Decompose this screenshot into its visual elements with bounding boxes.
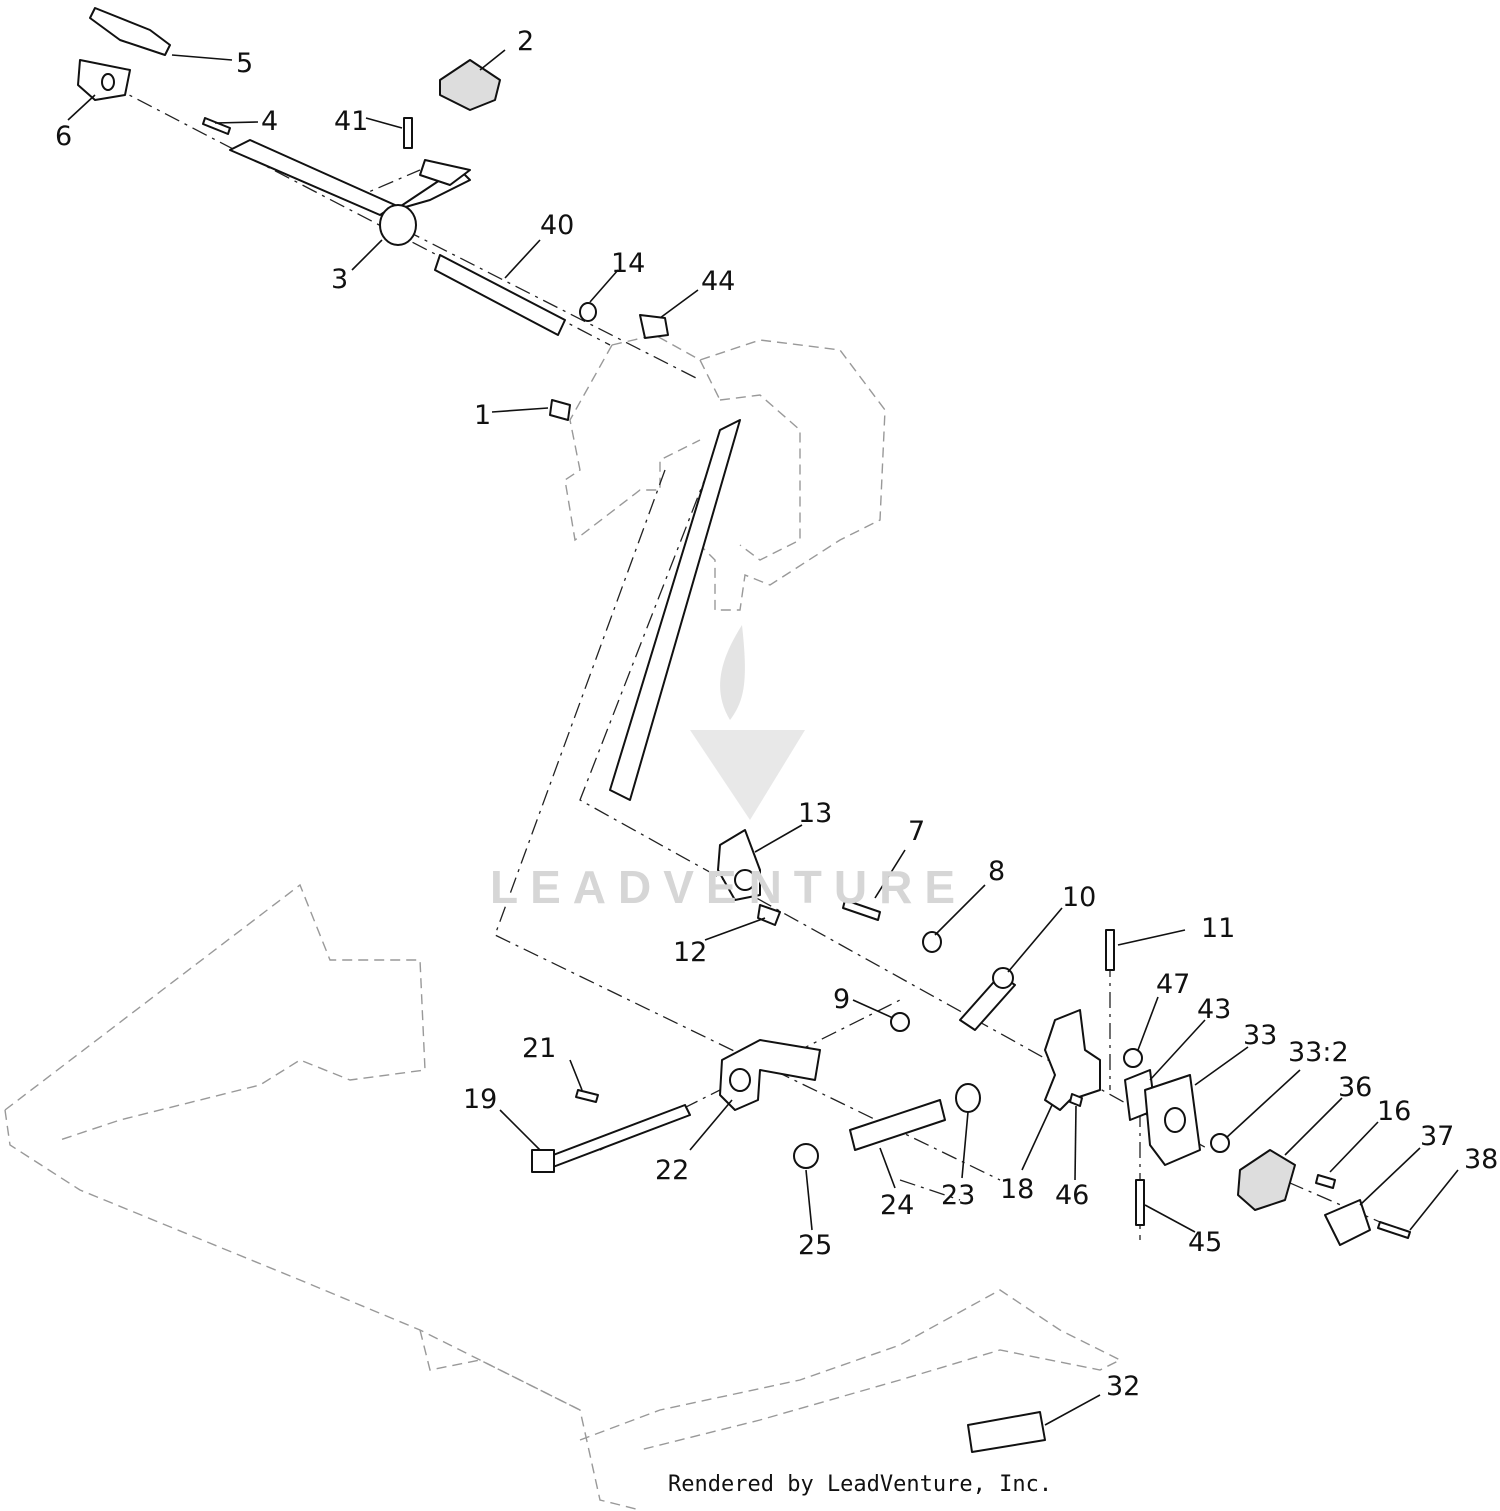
callout-43: 43 — [1197, 994, 1231, 1025]
chassis-frame-ghost — [4, 883, 1122, 1511]
rod-end-10 — [959, 967, 1016, 1031]
spring-24 — [849, 1099, 946, 1151]
pin-19 — [531, 1104, 691, 1173]
plate-13 — [717, 829, 761, 901]
callout-25: 25 — [798, 1230, 832, 1261]
leader-lines — [67, 49, 1459, 1426]
callout-5: 5 — [236, 48, 253, 79]
callout-21: 21 — [522, 1033, 556, 1064]
pin-16 — [1315, 1174, 1336, 1189]
bracket-22 — [719, 1039, 821, 1111]
pin-21 — [575, 1089, 599, 1103]
callout-13: 13 — [798, 798, 832, 829]
washer-25 — [793, 1143, 819, 1169]
callout-46: 46 — [1055, 1180, 1089, 1211]
bolt-1 — [549, 399, 571, 421]
callout-2: 2 — [517, 26, 534, 57]
callout-41: 41 — [334, 106, 368, 137]
callout-44: 44 — [701, 266, 735, 297]
callout-labels: 1 2 3 4 5 6 7 8 9 10 11 12 13 14 16 18 1… — [55, 26, 1498, 1402]
callout-14: 14 — [611, 248, 645, 279]
bolt-12 — [757, 904, 781, 926]
callout-7: 7 — [908, 816, 925, 847]
callout-9: 9 — [833, 984, 850, 1015]
sensor-plate-33 — [1144, 1074, 1201, 1166]
shaft-40 — [434, 254, 566, 336]
pedal-pad-5 — [89, 7, 171, 56]
switch-36 — [1237, 1149, 1296, 1211]
washer-8 — [922, 931, 942, 953]
callout-1: 1 — [474, 400, 491, 431]
watermark-text: LEADVENTURE — [490, 861, 968, 913]
pedal-mount-bracket-ghost — [564, 334, 886, 611]
callout-37: 37 — [1420, 1121, 1454, 1152]
callout-24: 24 — [880, 1190, 914, 1221]
callout-6: 6 — [55, 121, 72, 152]
callout-18: 18 — [1000, 1174, 1034, 1205]
pedal-arm-3 — [229, 139, 471, 246]
callout-33-2: 33:2 — [1288, 1037, 1349, 1068]
bolt-46 — [1069, 1093, 1083, 1107]
pedal-pad-2 — [439, 59, 501, 111]
bushing-33-2 — [1210, 1133, 1230, 1153]
screw-38 — [1377, 1221, 1411, 1239]
pedal-clip-6 — [77, 59, 131, 101]
render-credit-footer: Rendered by LeadVenture, Inc. — [668, 1472, 1053, 1497]
bushing-44 — [639, 314, 669, 339]
callout-36: 36 — [1338, 1072, 1372, 1103]
spacer-23 — [955, 1083, 981, 1113]
pin-11 — [1105, 929, 1115, 971]
rod-linkage — [609, 419, 741, 801]
pin-41 — [403, 117, 413, 149]
callout-3: 3 — [331, 264, 348, 295]
callout-47: 47 — [1156, 969, 1190, 1000]
callout-40: 40 — [540, 210, 574, 241]
pin-4 — [202, 117, 231, 135]
callout-16: 16 — [1377, 1096, 1411, 1127]
watermark-logo-icon — [690, 625, 805, 820]
nut-14 — [579, 302, 597, 322]
callout-23: 23 — [941, 1180, 975, 1211]
pin-45 — [1135, 1179, 1145, 1226]
callout-11: 11 — [1201, 913, 1235, 944]
callout-8: 8 — [988, 856, 1005, 887]
nut-47 — [1123, 1048, 1143, 1068]
nut-9 — [890, 1012, 910, 1032]
callout-10: 10 — [1062, 882, 1096, 913]
decal-32 — [967, 1411, 1046, 1453]
callout-32: 32 — [1106, 1371, 1140, 1402]
callout-45: 45 — [1188, 1227, 1222, 1258]
callout-19: 19 — [463, 1084, 497, 1115]
callout-12: 12 — [673, 937, 707, 968]
callout-4: 4 — [261, 106, 278, 137]
cover-37 — [1324, 1199, 1371, 1246]
bolt-7 — [842, 899, 881, 921]
callout-38: 38 — [1464, 1144, 1498, 1175]
callout-22: 22 — [655, 1155, 689, 1186]
callout-33: 33 — [1243, 1020, 1277, 1051]
